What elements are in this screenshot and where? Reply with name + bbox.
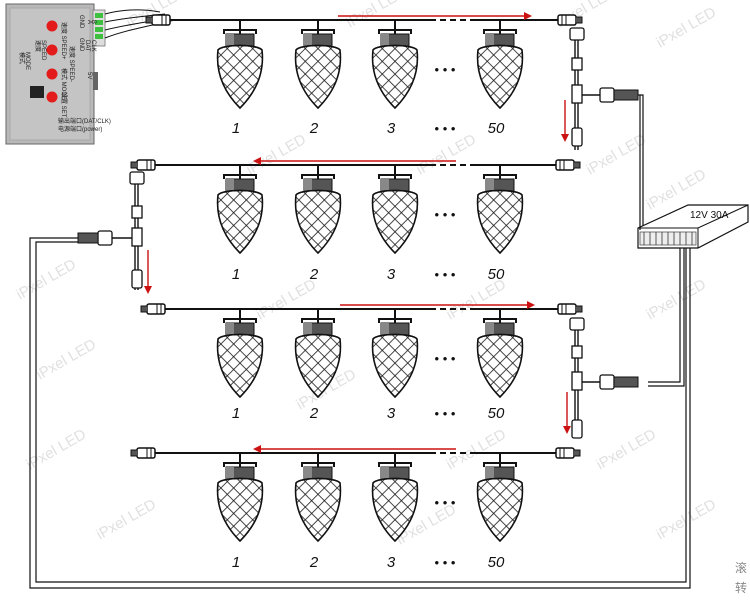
bulb-number: 2 [309, 405, 319, 422]
watermark-text: iPxel LED [584, 131, 650, 179]
led-bulb [294, 29, 342, 109]
bulb-row: 1 2 3 50 • • • • • • [130, 445, 581, 571]
port-label: DAT [84, 40, 90, 52]
mode-button[interactable] [46, 68, 58, 80]
feeder-wires [29, 94, 691, 589]
bulb-number: 3 [387, 266, 396, 283]
watermark-text: iPxel LED [34, 336, 100, 384]
panel-label: MODE [24, 52, 30, 70]
bulb-number: 50 [488, 266, 505, 283]
end-connector [140, 303, 166, 315]
vertical-flow-arrows [144, 100, 571, 434]
ellipsis: • • • [435, 351, 456, 366]
button-label: 模式 MODE [60, 68, 68, 100]
button-label: 速度 SPEED+ [60, 22, 68, 60]
led-bulb [216, 174, 264, 254]
panel-label: SPEED [40, 40, 46, 61]
bulb-row: 1 2 3 50 • • • • • • [130, 157, 581, 283]
bulb-number: 2 [309, 120, 319, 137]
watermark-text: iPxel LED [94, 496, 160, 544]
panel-label: 模式 [18, 52, 26, 64]
jumper-connectors [77, 27, 639, 439]
ellipsis: • • • [435, 555, 456, 570]
led-bulb [294, 174, 342, 254]
port-label: GND [78, 15, 84, 29]
end-connector [130, 447, 156, 459]
footer-line: 电源端口(power) [58, 125, 102, 133]
led-bulb [476, 29, 524, 109]
end-connector [555, 447, 581, 459]
corner-text: 转 [735, 580, 747, 595]
power-supply: 12V 30A [637, 204, 749, 249]
bulb-number: 3 [387, 120, 396, 137]
watermark-text: iPxel LED [14, 256, 80, 304]
led-bulb [294, 462, 342, 542]
watermark-text: iPxel LED [594, 426, 660, 474]
bulb-number: 1 [232, 120, 240, 137]
ellipsis: • • • [435, 267, 456, 282]
led-bulb [216, 318, 264, 398]
led-bulb [371, 318, 419, 398]
display-window [30, 86, 44, 98]
end-connector [555, 159, 581, 171]
port-indicator [95, 34, 103, 39]
bulb-row: 1 2 3 50 • • • • • • [145, 12, 583, 137]
led-bulb [476, 174, 524, 254]
led-bulb [371, 174, 419, 254]
bulb-number: 1 [232, 405, 240, 422]
watermark-text: iPxel LED [644, 276, 710, 324]
bulb-number: 2 [309, 266, 319, 283]
bulb-number: 1 [232, 554, 240, 571]
watermark-text: iPxel LED [24, 426, 90, 474]
watermark-text: iPxel LED [244, 131, 310, 179]
button-label: 速度 SPEED- [68, 46, 76, 82]
end-connector [557, 303, 583, 315]
led-bulb [216, 29, 264, 109]
port-indicator [95, 20, 103, 25]
led-bulb [476, 462, 524, 542]
port-label: GND [78, 38, 84, 52]
watermark-text: iPxel LED [654, 4, 720, 52]
ellipsis: • • • [435, 62, 456, 77]
power-supply-label: 12V 30A [690, 210, 729, 221]
led-bulb [476, 318, 524, 398]
panel-label: 速度 [34, 40, 42, 52]
end-connector [130, 159, 156, 171]
watermark-text: iPxel LED [414, 131, 480, 179]
ellipsis: • • • [435, 406, 456, 421]
bulb-number: 2 [309, 554, 319, 571]
bulb-number: 50 [488, 554, 505, 571]
port-label: CLK [90, 40, 96, 52]
led-bulb [371, 29, 419, 109]
led-bulb [216, 462, 264, 542]
bulb-rows: 1 2 3 50 • • • • • • 1 2 3 50 • • • • • • 1 2 3 50 • • •… [130, 12, 583, 571]
set-button[interactable] [46, 91, 58, 103]
end-connector [557, 14, 583, 26]
port-label: A [86, 20, 92, 24]
bulb-row: 1 2 3 50 • • • • • • [140, 301, 583, 422]
ellipsis: • • • [435, 121, 456, 136]
speed-up-button[interactable] [46, 20, 58, 32]
bulb-number: 50 [488, 405, 505, 422]
bulb-number: 1 [232, 266, 240, 283]
port-indicator [95, 27, 103, 32]
port-indicator [95, 13, 103, 18]
ellipsis: • • • [435, 207, 456, 222]
corner-text: 滚 [735, 560, 747, 575]
button-label: 设置 SET [60, 92, 68, 118]
port-label: 5V [86, 72, 92, 79]
speed-down-button[interactable] [46, 44, 58, 56]
port-label: B [90, 20, 96, 24]
bulb-number: 3 [387, 554, 396, 571]
ellipsis: • • • [435, 495, 456, 510]
led-controller: GND A B GND DAT CLK 5V 速度 SPEED+ 速度 SPEE… [5, 3, 111, 145]
end-connector [145, 14, 171, 26]
footer-line: 输出端口(DAT/CLK) [58, 117, 111, 125]
bulb-number: 3 [387, 405, 396, 422]
bulb-number: 50 [488, 120, 505, 137]
